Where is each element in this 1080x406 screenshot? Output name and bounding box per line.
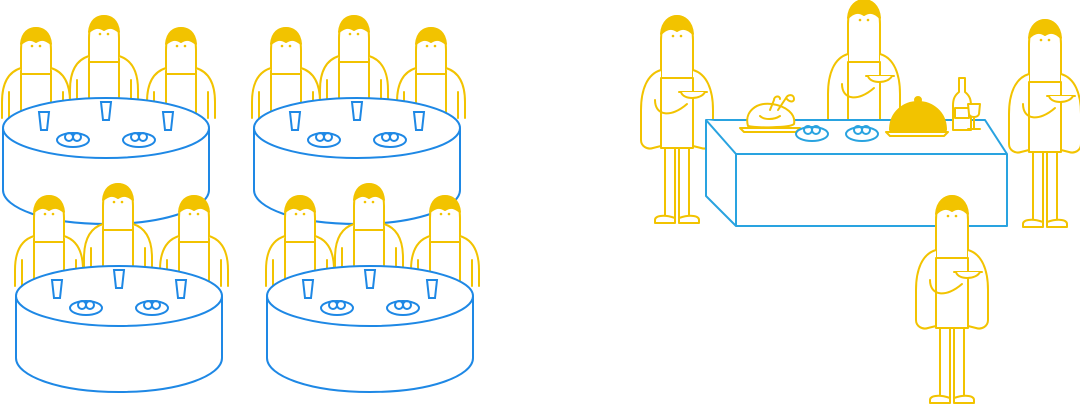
buffet-scene [640,0,1080,404]
table-group-3 [14,183,229,393]
wine-glass-icon [967,103,981,130]
plate-icon [845,125,879,142]
plate-icon [795,125,829,142]
seated-guest [69,15,139,107]
round-table [15,265,223,393]
buffet-guest [915,195,989,404]
round-table [266,265,474,393]
table-group-4 [265,183,480,393]
cloche-icon [885,96,949,137]
buffet-guest [1008,19,1080,228]
seated-guest [319,15,389,107]
roast-chicken-icon [739,94,801,133]
buffet-guest [640,15,714,224]
